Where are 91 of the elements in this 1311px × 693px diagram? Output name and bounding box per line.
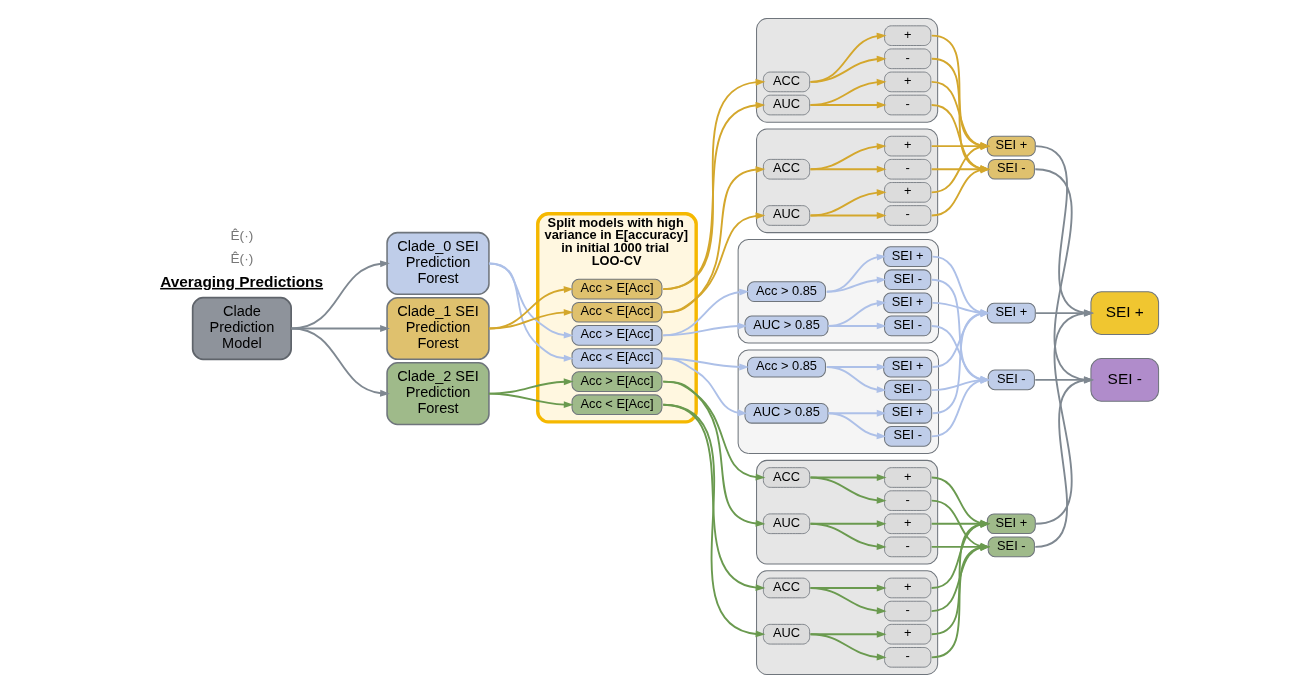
arrow — [809, 587, 887, 615]
node-box: + — [884, 467, 932, 488]
arrow — [290, 260, 390, 330]
node-box: SEI - — [987, 158, 1035, 180]
arrow — [662, 403, 766, 638]
arrow — [488, 392, 574, 408]
node-box: AUC — [762, 513, 811, 535]
node-box: Acc < E[Acc] — [571, 301, 663, 323]
node-box: - — [884, 48, 932, 70]
arrow — [662, 288, 750, 337]
arrow — [488, 309, 574, 330]
arrow — [809, 101, 887, 109]
node-box: Clade_1 SEI Prediction Forest — [386, 296, 490, 361]
node-box: AUC > 0.85 — [744, 402, 829, 424]
node-box: + — [884, 182, 932, 203]
node-box: SEI + — [1090, 291, 1160, 336]
node-box: SEI - — [884, 269, 932, 291]
node-box: Acc > E[Acc] — [571, 278, 663, 300]
node-box: Acc < E[Acc] — [571, 348, 663, 369]
arrow — [827, 322, 887, 330]
arrow — [827, 412, 887, 440]
node-box: + — [884, 623, 932, 645]
node-box: SEI - — [884, 379, 932, 401]
node-box: SEI - — [987, 369, 1035, 391]
arrow — [930, 34, 991, 149]
node-box: AUC — [762, 205, 811, 226]
node-box: - — [884, 94, 932, 116]
node-box: - — [884, 205, 932, 226]
node-box: Acc > 0.85 — [747, 356, 826, 378]
arrow — [809, 476, 887, 504]
arrow — [290, 327, 390, 397]
node-box: Clade Prediction Model — [191, 296, 292, 361]
node-box: + — [884, 513, 932, 535]
node-box: Acc > E[Acc] — [571, 371, 663, 392]
arrow — [662, 322, 748, 337]
node-box: SEI + — [883, 292, 933, 314]
arrow — [809, 165, 887, 173]
arrow — [809, 143, 887, 171]
arrow — [809, 522, 887, 550]
arrow — [809, 189, 887, 217]
arrow — [488, 286, 574, 330]
arrow — [809, 55, 887, 83]
node-box: ACC — [762, 71, 811, 93]
node-box: ACC — [762, 158, 811, 180]
node-box: Clade_2 SEI Prediction Forest — [386, 362, 490, 426]
node-box: Acc < E[Acc] — [571, 394, 663, 416]
arrow — [930, 142, 991, 150]
node-box: AUC > 0.85 — [744, 315, 829, 337]
node-box: SEI - — [884, 315, 932, 337]
node-box: - — [884, 158, 932, 180]
node-box: AUC — [762, 623, 811, 645]
arrow — [662, 380, 766, 527]
node-box: SEI + — [986, 302, 1036, 324]
arrow — [930, 80, 991, 149]
node-box: AUC — [762, 94, 811, 116]
node-box: Acc > 0.85 — [747, 281, 826, 303]
label: Ê(·) — [230, 251, 254, 267]
arrow — [809, 633, 887, 661]
node-box: - — [884, 490, 932, 511]
arrow — [825, 253, 887, 293]
node-box: Clade_0 SEI Prediction Forest — [386, 231, 490, 296]
node-box: + — [884, 71, 932, 93]
node-box: SEI + — [883, 246, 933, 267]
arrow — [662, 212, 766, 314]
arrow — [809, 78, 887, 106]
node-box: SEI - — [1090, 357, 1160, 402]
node-box: - — [884, 647, 932, 668]
node-box: ACC — [762, 577, 811, 599]
arrow — [825, 366, 887, 394]
label: Ê(·) — [230, 228, 254, 244]
arrow — [488, 262, 574, 362]
node-box: - — [884, 536, 932, 558]
arrow — [662, 166, 766, 314]
node-box: ACC — [762, 467, 811, 488]
node-box: - — [884, 600, 932, 622]
node-box: + — [884, 135, 932, 157]
arrow — [662, 357, 748, 417]
node-box: SEI - — [884, 426, 932, 447]
arrow — [827, 299, 887, 327]
node-box: SEI + — [986, 135, 1036, 157]
node-box: Acc > E[Acc] — [571, 325, 663, 346]
node-box: + — [884, 577, 932, 599]
node-box: SEI + — [883, 356, 933, 378]
label: Averaging Predictions — [160, 272, 324, 290]
arrow — [809, 212, 887, 219]
node-box: + — [884, 25, 932, 46]
arrow — [825, 276, 887, 293]
node-box: SEI - — [987, 536, 1035, 558]
arrow — [809, 32, 887, 83]
node-box: SEI + — [883, 402, 933, 424]
node-box: SEI + — [986, 513, 1036, 535]
